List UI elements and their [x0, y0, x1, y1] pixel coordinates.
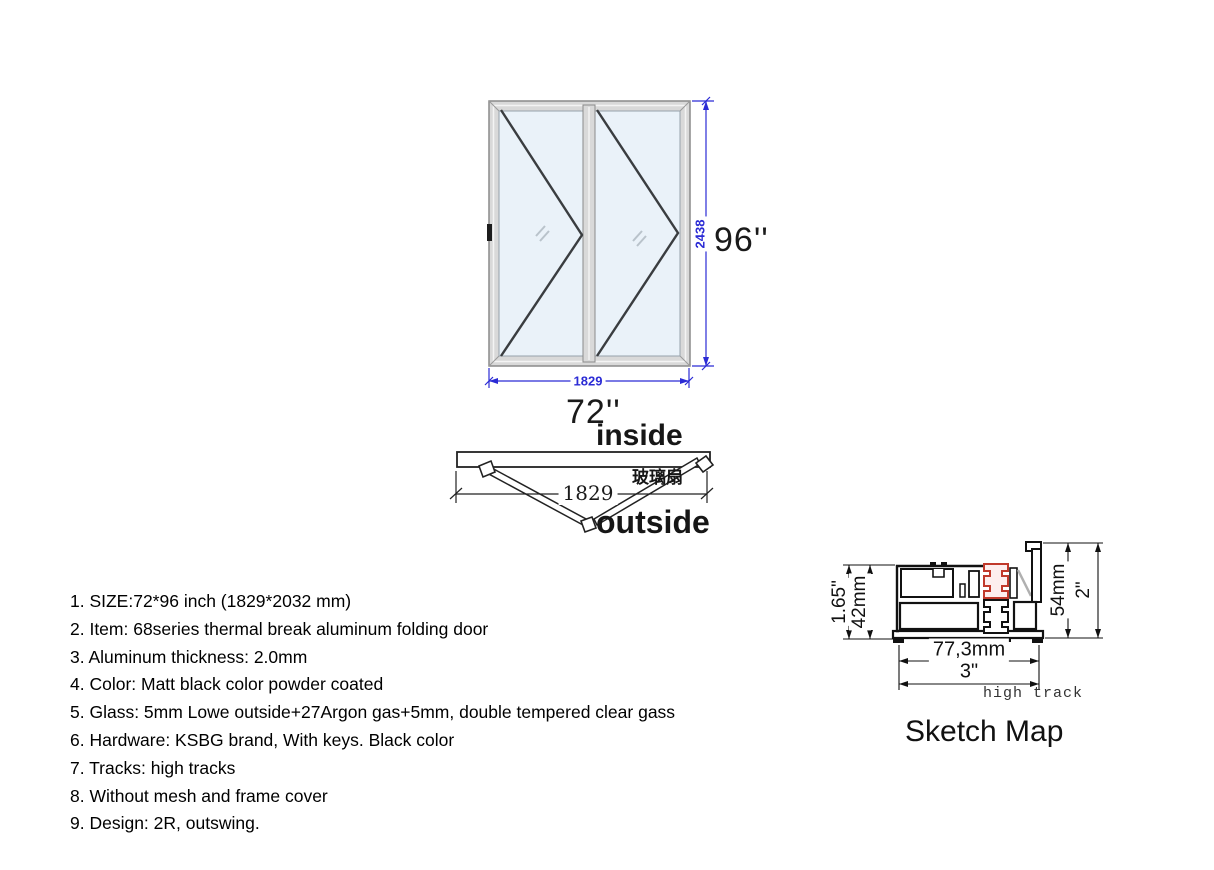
inside-label: inside [596, 419, 683, 452]
elevation-height-dim: 2438 [692, 216, 708, 252]
glass-leaf-label: 玻璃扇 [632, 468, 683, 487]
plan-track [456, 451, 711, 468]
spec-item-mesh: 8. Without mesh and frame cover [70, 785, 328, 806]
sketch-dim-bottom-inch: 3" [955, 660, 983, 684]
high-track-label: high track [983, 685, 1084, 702]
plan-hinges [477, 454, 715, 534]
chamber-lower-left [898, 601, 980, 631]
plan-width-dim: 1829 [558, 481, 618, 505]
specifications-list: 1. SIZE:72*96 inch (1829*2032 mm) 2. Ite… [70, 588, 675, 838]
interlock-strut [983, 599, 1009, 634]
sketch-dim-left-mm: 42mm [849, 573, 871, 631]
sketch-map-title: Sketch Map [905, 715, 1064, 748]
plan-view-drawing [449, 451, 715, 534]
spec-item-tracks: 7. Tracks: high tracks [70, 757, 236, 778]
miter-joints [488, 100, 691, 367]
right-fin [1031, 548, 1042, 603]
width-inches-label: 72'' [566, 393, 621, 431]
elevation-width-dim: 1829 [570, 373, 606, 389]
spec-item-glass: 5. Glass: 5mm Lowe outside+27Argon gas+5… [70, 702, 676, 723]
profile-outline [895, 564, 983, 633]
profile-base [891, 629, 1045, 640]
door-handle [487, 224, 492, 241]
swing-chevron-left [499, 109, 584, 357]
spec-item-color: 4. Color: Matt black color powder coated [70, 674, 384, 695]
sketch-dim-right-mm: 54mm [1048, 561, 1070, 619]
glass-pane-left [498, 110, 584, 357]
gasket-seal [1016, 569, 1033, 597]
height-inches-label: 96'' [714, 221, 769, 259]
sketch-dim-left-inch: 1.65" [829, 578, 851, 626]
spec-item-design: 9. Design: 2R, outswing. [70, 813, 260, 834]
door-elevation-drawing [484, 96, 714, 388]
sketch-dim-bottom [898, 645, 1040, 690]
spec-item-hardware: 6. Hardware: KSBG brand, With keys. Blac… [70, 729, 455, 750]
thermal-break-strut [983, 563, 1009, 599]
spec-item-size: 1. SIZE:72*96 inch (1829*2032 mm) [70, 591, 352, 611]
chamber-channel [968, 570, 980, 598]
glass-reflections [535, 225, 647, 247]
swing-chevron-right [595, 109, 680, 357]
chamber-lower-right [1012, 600, 1038, 631]
spec-item-item: 2. Item: 68series thermal break aluminum… [70, 618, 489, 639]
sketch-dim-bottom-mm: 77,3mm [928, 638, 1010, 662]
chamber-upper-left [900, 568, 954, 598]
sketch-dim-right-inch: 2" [1073, 579, 1095, 601]
outside-label: outside [596, 504, 710, 540]
spec-item-thickness: 3. Aluminum thickness: 2.0mm [70, 646, 308, 667]
glass-pane-right [594, 110, 681, 357]
